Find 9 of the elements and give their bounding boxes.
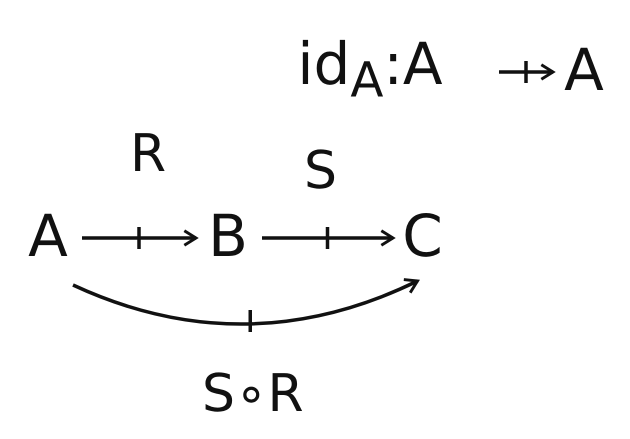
node-label: A xyxy=(28,207,68,265)
node-label: C xyxy=(402,207,443,265)
node-label: B xyxy=(208,207,248,265)
arrow xyxy=(82,229,198,247)
arrow xyxy=(72,278,419,326)
arrow xyxy=(499,63,554,81)
arrow xyxy=(262,229,394,247)
node-label: A xyxy=(564,41,604,99)
node-label: id$_{A}$:A xyxy=(297,35,443,105)
